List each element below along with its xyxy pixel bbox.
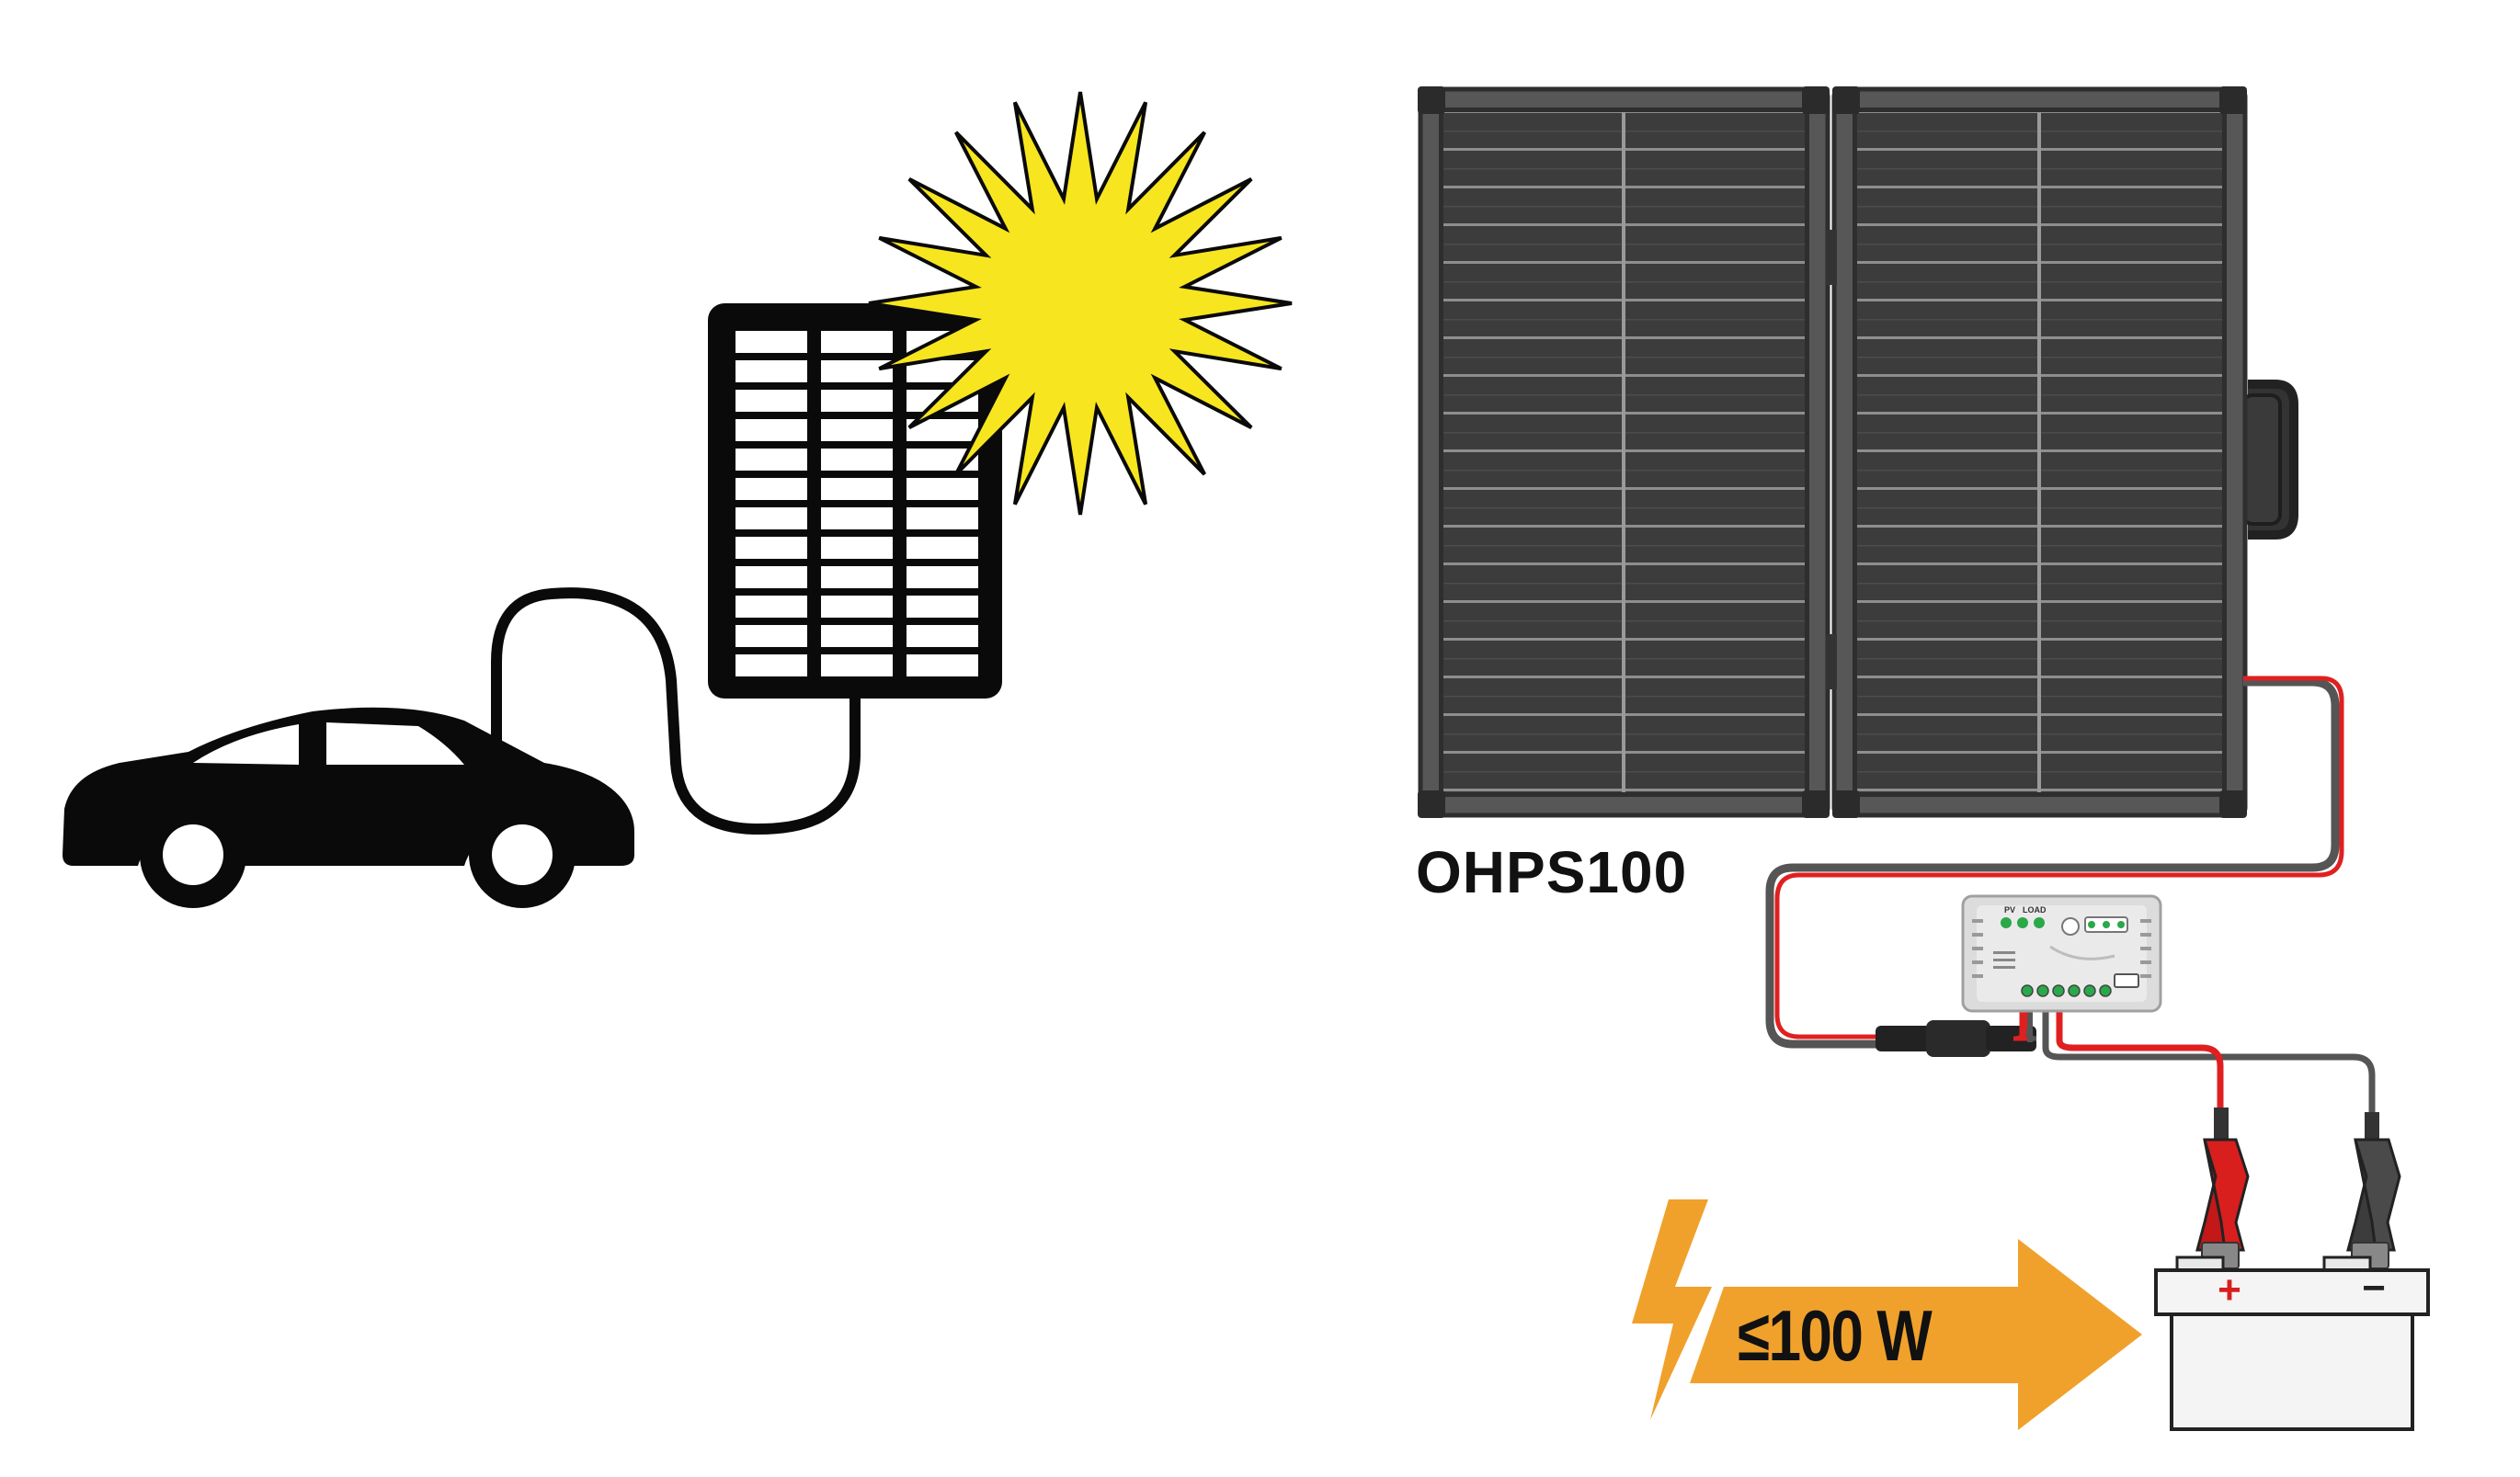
panel-cell xyxy=(907,596,978,618)
panel-cell xyxy=(821,449,893,471)
charging-cable xyxy=(491,587,861,835)
lightning-icon xyxy=(1632,1199,1712,1420)
panel-cell xyxy=(735,507,807,529)
panel-cell xyxy=(821,419,893,441)
panel-cell xyxy=(735,654,807,676)
positive-clamp xyxy=(2195,1108,2250,1269)
panel-cell xyxy=(735,625,807,647)
panel-cell xyxy=(821,566,893,588)
power-rating-label: ≤100 W xyxy=(1738,1295,1933,1376)
panel-cell xyxy=(821,390,893,412)
panel-cell xyxy=(821,625,893,647)
panel-cell xyxy=(735,596,807,618)
power-arrow xyxy=(1690,1239,2142,1430)
panel-cell xyxy=(821,331,893,353)
panel-cell xyxy=(735,419,807,441)
panel-cell xyxy=(821,360,893,382)
model-label: OHPS100 xyxy=(1416,839,1688,905)
pv-label: PV xyxy=(2004,905,2015,915)
panel-cell xyxy=(907,625,978,647)
panel-cell xyxy=(821,596,893,618)
battery-cable-positive xyxy=(2056,1002,2224,1117)
mc4-connector xyxy=(1876,1020,2036,1057)
panel-cell xyxy=(907,478,978,500)
panel-cell xyxy=(821,507,893,529)
panel-cell xyxy=(907,507,978,529)
battery-positive-symbol: + xyxy=(2218,1267,2241,1312)
negative-clamp xyxy=(2346,1112,2401,1269)
panel-cell xyxy=(907,537,978,559)
charge-controller: PV LOAD xyxy=(1961,894,2162,1013)
panel-cell xyxy=(907,654,978,676)
car-icon xyxy=(63,707,634,908)
panel-cell xyxy=(821,654,893,676)
panel-cell xyxy=(735,566,807,588)
battery-negative-symbol: − xyxy=(2362,1266,2386,1311)
folding-solar-panel xyxy=(1418,86,2298,818)
sun-icon xyxy=(868,91,1293,516)
panel-cable xyxy=(1765,676,2344,1049)
battery-icon: + − xyxy=(2154,1255,2430,1431)
panel-cell xyxy=(735,478,807,500)
load-label: LOAD xyxy=(2023,905,2047,915)
panel-cell xyxy=(821,537,893,559)
panel-cell xyxy=(735,449,807,471)
panel-cell xyxy=(735,537,807,559)
panel-cell xyxy=(735,331,807,353)
panel-cell xyxy=(735,360,807,382)
solar-panel-icon xyxy=(708,303,1002,699)
panel-cell xyxy=(735,390,807,412)
panel-cell xyxy=(907,566,978,588)
panel-cell xyxy=(821,478,893,500)
battery-cable-negative xyxy=(2042,1002,2376,1121)
